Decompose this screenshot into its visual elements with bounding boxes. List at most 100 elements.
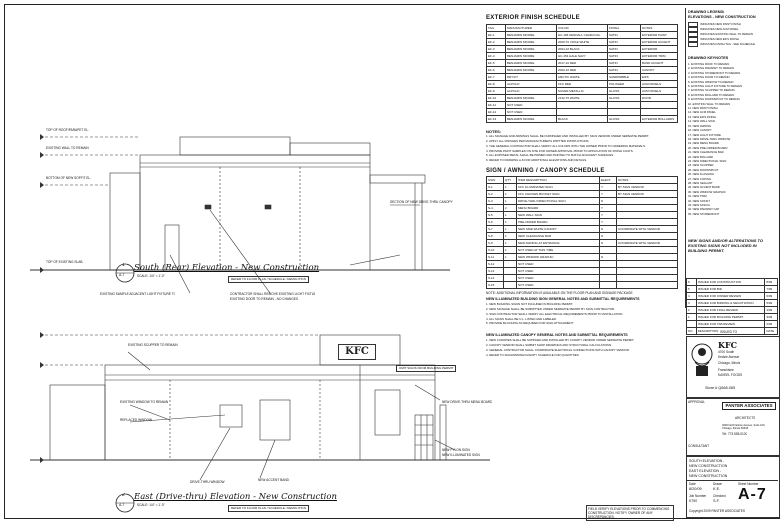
table-cell: N: [599, 239, 617, 247]
keynote-item: 25. NEW DOWNSPOUT: [688, 168, 776, 172]
project-address-1: 4700 South: [718, 350, 735, 354]
table-cell: COORDINATE WITH VENDOR: [616, 225, 678, 233]
keynote-item-text: 16. NEW CANOPY: [688, 128, 712, 133]
table-cell: NEW WALL SIGN: [516, 211, 600, 219]
east-elevation-title: East (Drive-thru) Elevation - New Constr…: [134, 492, 337, 502]
keynote-item-text: 19. NEW MENU BOARD: [688, 141, 719, 146]
table-cell: S-2: [486, 190, 504, 198]
keynote-item: 8. EXISTING BOLLARD TO REMAIN: [688, 93, 776, 97]
table-cell: 1: [503, 190, 517, 198]
finish-note: 4. PROVIDE PAINT SAMPLES ON SITE FOR OWN…: [486, 148, 634, 153]
east-mark-sheet: A-7: [119, 503, 125, 507]
east-callout-replaced: REPLACED WINDOW: [120, 418, 153, 422]
kfc-building-sign: KFC: [338, 344, 376, 360]
table-cell: [599, 281, 617, 289]
keynote-item: 1. EXISTING ROOF TO REMAIN: [688, 62, 776, 66]
keynote-item: 5. EXISTING WINDOW TO REMAIN: [688, 80, 776, 84]
keynote-item-text: 1. EXISTING ROOF TO REMAIN: [688, 62, 730, 66]
sheet-title-3: EAST ELEVATION -: [689, 469, 722, 473]
legend-item: INDICATES NEW ACM PANEL: [688, 27, 776, 32]
table-cell: DRYVIT: [505, 73, 557, 81]
east-callout-scupper: EXISTING SCUPPER TO REMAIN: [128, 343, 178, 347]
legend-item: INDICATES NEW EIFS FINISH: [688, 37, 776, 42]
table-cell: [616, 218, 678, 226]
table-cell: ALPOLIC: [505, 87, 557, 95]
table-cell: 1: [503, 246, 517, 254]
table-cell: [640, 101, 678, 109]
table-cell: ACM PANELS: [640, 80, 678, 88]
table-cell: S-6: [486, 218, 504, 226]
east-callout-illuminated: NEW ILLUMINATED SIGN: [442, 453, 480, 457]
table-cell: Y: [599, 183, 617, 191]
canopy-req-item: 4. REFER TO SIGN/AWNING/CANOPY SCHEDULE …: [486, 352, 580, 357]
table-cell: 1: [503, 232, 517, 240]
keynote-item-text: 5. EXISTING WINDOW TO REMAIN: [688, 79, 734, 84]
table-cell: EXTERIOR: [640, 45, 678, 53]
keynote-item: 3. EXISTING STOREFRONT TO REMAIN: [688, 71, 776, 75]
field-verify-note: FIELD VERIFY ELEVATIONS PRIOR TO COMMENC…: [586, 505, 674, 521]
table-cell: S-5: [486, 211, 504, 219]
sign-schedule-table: SIGN QTY ITEM DESCRIPTION ELECT NOTES S-…: [486, 176, 678, 289]
table-cell: BENJAMIN MOORE: [505, 38, 557, 46]
table-cell: [686, 320, 697, 328]
table-cell: EXTERIOR BOLLARDS: [640, 115, 678, 123]
table-cell: EF-1: [486, 31, 506, 39]
drawn-label: Drawn: [713, 482, 723, 486]
callout-soffit: BOTTOM OF NEW SOFFIT EL.: [46, 176, 92, 180]
table-cell: COORDINATE WITH VENDOR: [616, 239, 678, 247]
table-cell: 4/09: [764, 306, 778, 314]
table-cell: NOT USED: [516, 281, 600, 289]
table-cell: EF-4: [486, 52, 506, 60]
table-cell: EF-8: [486, 80, 506, 88]
sheet-number: A-7: [738, 486, 767, 503]
table-cell: Y: [599, 190, 617, 198]
sign-req-item: 3. SIGN CONTRACTOR SHALL VERIFY ALL ELEC…: [486, 311, 624, 316]
table-cell: EF-13: [486, 115, 506, 123]
table-cell: 2017-10 RED: [556, 59, 608, 67]
table-cell: [616, 211, 678, 219]
table-cell: ISSUED FOR CONSTRUCTION: [695, 278, 766, 286]
table-cell: SATIN: [607, 66, 641, 74]
legend-item-text: INDICATES EXISTING WALL TO REMAIN: [700, 32, 753, 37]
table-cell: S-8: [486, 232, 504, 240]
table-cell: 2000-70 VOILE WHITE: [556, 38, 608, 46]
table-cell: [616, 246, 678, 254]
table-cell: DATE: [764, 327, 778, 335]
approval-label: APPROVAL: [688, 400, 705, 404]
table-cell: ARCTIC WHITE: [556, 73, 608, 81]
table-cell: S-9: [486, 239, 504, 247]
table-cell: BENJAMIN MOORE: [505, 115, 557, 123]
keynote-item-text: 3. EXISTING STOREFRONT TO REMAIN: [688, 70, 741, 75]
table-cell: EF-2: [486, 38, 506, 46]
south-elevation-scale: SCALE: 1/4" = 1'-0": [137, 274, 165, 278]
keynote-item-text: 11. NEW PAINT FINISH: [688, 106, 718, 111]
table-cell: S-11: [486, 253, 504, 261]
table-cell: [616, 253, 678, 261]
table-cell: EXTERIOR PAINT: [640, 31, 678, 39]
keynote-item: 23. NEW DIRECTIONAL SIGN: [688, 159, 776, 163]
east-elevation-drawing: [30, 332, 490, 481]
colonel-logo-icon: [691, 343, 713, 376]
keynote-item: 12. NEW ACM PANEL: [688, 110, 776, 114]
east-ref-box: REFER TO FLOOR PLAN / SCHEDULE / DEMOLIT…: [228, 505, 309, 512]
keynote-item-text: 2. EXISTING PARAPET TO REMAIN: [688, 66, 734, 71]
date-value: 8/20/09: [689, 487, 702, 491]
table-cell: SATIN: [607, 38, 641, 46]
callout-light-fixture: EXISTING SAMPLE ADJACENT LIGHT FIXTURE T…: [100, 292, 175, 296]
sign-requirements: NEW ILLUMINATED BUILDING SIGN GENERAL NO…: [486, 297, 682, 327]
table-cell: BENJAMIN MOORE: [505, 31, 557, 39]
keynote-item-text: 8. EXISTING BOLLARD TO REMAIN: [688, 92, 735, 97]
